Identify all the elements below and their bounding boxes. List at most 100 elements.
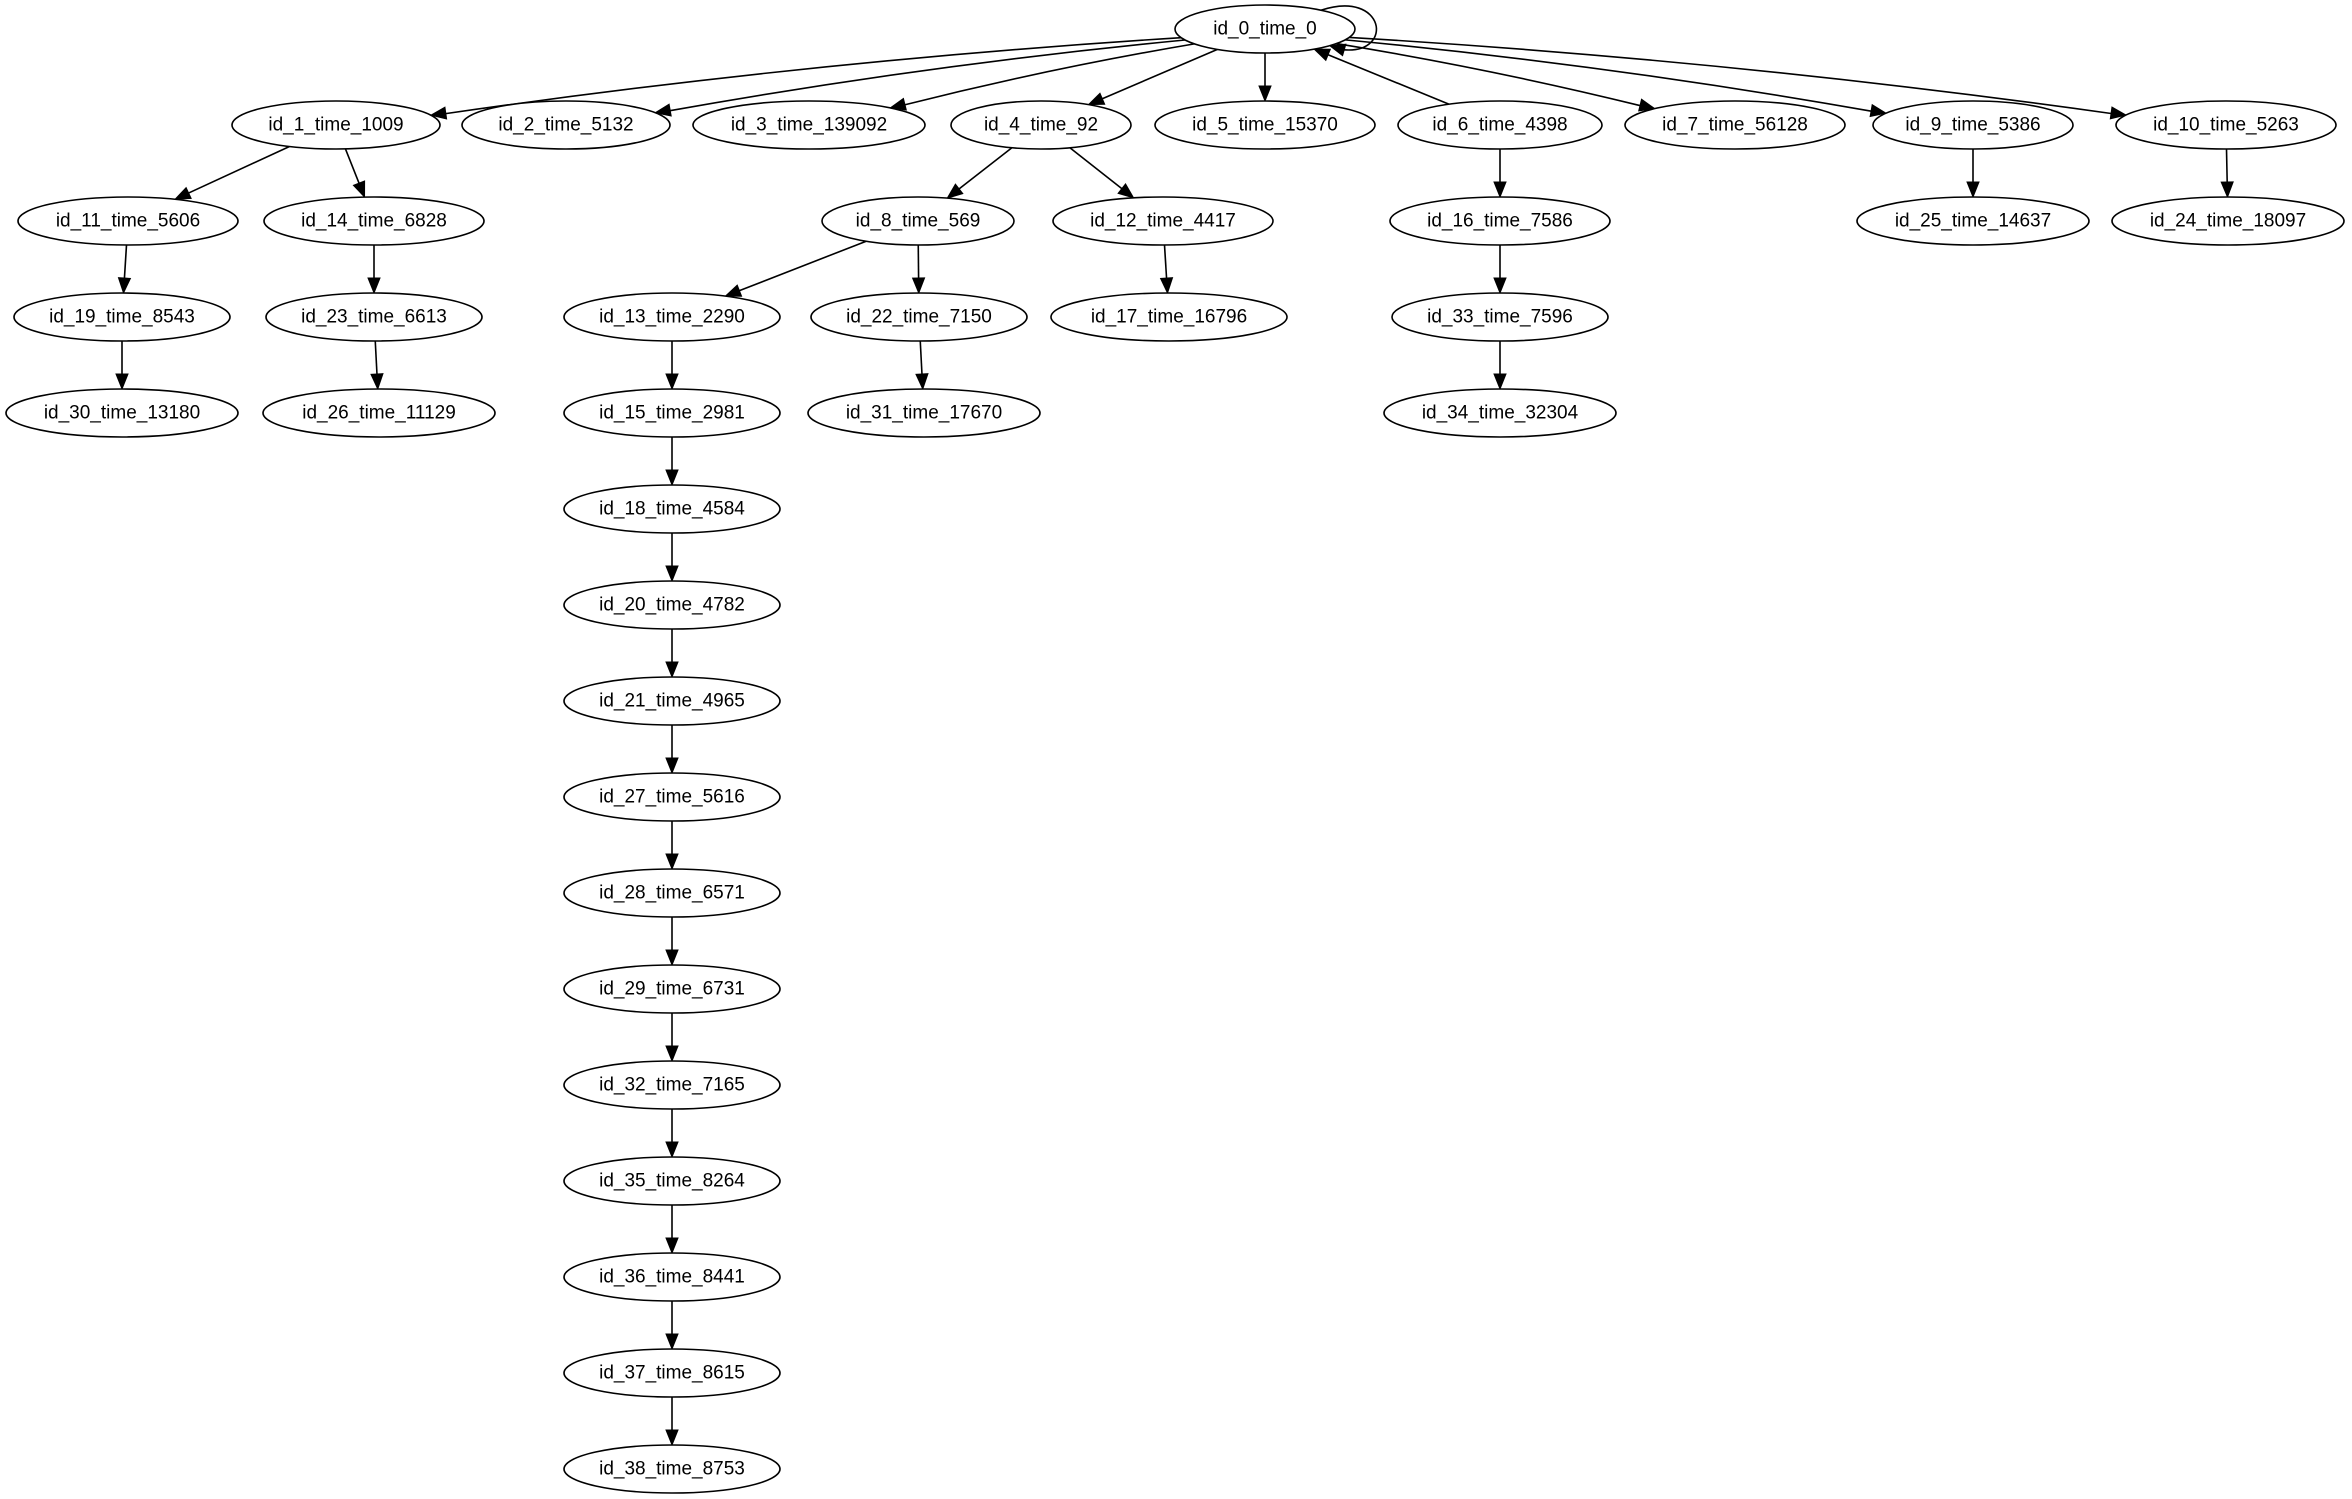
edge-n4-n12 <box>1069 147 1124 190</box>
node-label: id_0_time_0 <box>1213 19 1317 40</box>
node-label: id_22_time_7150 <box>846 307 992 328</box>
node-label: id_24_time_18097 <box>2150 211 2306 232</box>
edge-arrow-n37-n38 <box>665 1429 679 1447</box>
node-ellipse <box>265 292 483 342</box>
node-ellipse <box>563 292 781 342</box>
node-label: id_33_time_7596 <box>1427 307 1573 328</box>
edge-arrow-n10-n24 <box>2220 181 2234 199</box>
edge-n6-n0 <box>1326 53 1450 105</box>
edge-arrow-n0-n10 <box>2109 106 2128 120</box>
edge-arrow-n22-n31 <box>915 373 929 391</box>
node-ellipse <box>1856 196 2090 246</box>
node-ellipse <box>821 196 1015 246</box>
node-ellipse <box>5 388 239 438</box>
node-ellipse <box>563 1156 781 1206</box>
node-n1: id_1_time_1009 <box>231 100 441 150</box>
node-label: id_12_time_4417 <box>1090 211 1236 232</box>
node-n35: id_35_time_8264 <box>563 1156 781 1206</box>
node-label: id_31_time_17670 <box>846 403 1002 424</box>
edge-n10-n24 <box>2225 148 2229 184</box>
edge-n0-n3 <box>903 43 1195 106</box>
edge-n0-n9 <box>1345 39 1873 113</box>
node-n36: id_36_time_8441 <box>563 1252 781 1302</box>
node-n3: id_3_time_139092 <box>692 100 926 150</box>
node-ellipse <box>950 100 1132 150</box>
node-label: id_17_time_16796 <box>1091 307 1247 328</box>
node-n22: id_22_time_7150 <box>810 292 1028 342</box>
edge-arrow-n9-n25 <box>1966 181 1980 199</box>
node-label: id_1_time_1009 <box>268 115 403 136</box>
node-ellipse <box>563 772 781 822</box>
edge-n8-n13 <box>738 240 867 292</box>
node-n23: id_23_time_6613 <box>265 292 483 342</box>
node-label: id_13_time_2290 <box>599 307 745 328</box>
node-ellipse <box>563 1348 781 1398</box>
edge-arrow-n0-n4 <box>1087 92 1106 106</box>
node-label: id_32_time_7165 <box>599 1075 745 1096</box>
node-ellipse <box>1154 100 1376 150</box>
node-n11: id_11_time_5606 <box>17 196 239 246</box>
edge-arrow-n0-n7 <box>1638 98 1657 112</box>
edge-arrow-n20-n21 <box>665 661 679 679</box>
node-ellipse <box>1174 4 1356 54</box>
node-n9: id_9_time_5386 <box>1872 100 2074 150</box>
node-ellipse <box>1389 196 1611 246</box>
node-label: id_2_time_5132 <box>498 115 633 136</box>
node-label: id_9_time_5386 <box>1905 115 2040 136</box>
node-label: id_28_time_6571 <box>599 883 745 904</box>
node-ellipse <box>2115 100 2337 150</box>
edge-arrow-n15-n18 <box>665 469 679 487</box>
node-label: id_36_time_8441 <box>599 1267 745 1288</box>
edge-arrow-n6-n16 <box>1493 181 1507 199</box>
node-label: id_18_time_4584 <box>599 499 745 520</box>
edge-arrow-n19-n30 <box>115 373 129 391</box>
edge-arrow-n6-n0 <box>1312 48 1332 62</box>
node-ellipse <box>17 196 239 246</box>
node-n15: id_15_time_2981 <box>563 388 781 438</box>
edge-n0-n0 <box>1320 5 1378 51</box>
node-ellipse <box>2111 196 2345 246</box>
edge-arrow-n32-n35 <box>665 1141 679 1159</box>
edge-arrow-n16-n33 <box>1493 277 1507 295</box>
edge-n0-n4 <box>1101 48 1218 100</box>
node-n13: id_13_time_2290 <box>563 292 781 342</box>
node-ellipse <box>807 388 1041 438</box>
node-n27: id_27_time_5616 <box>563 772 781 822</box>
node-label: id_29_time_6731 <box>599 979 745 1000</box>
node-n26: id_26_time_11129 <box>262 388 496 438</box>
node-ellipse <box>563 1060 781 1110</box>
edge-arrow-n33-n34 <box>1493 373 1507 391</box>
node-ellipse <box>461 100 671 150</box>
node-n5: id_5_time_15370 <box>1154 100 1376 150</box>
node-label: id_35_time_8264 <box>599 1171 745 1192</box>
node-ellipse <box>563 484 781 534</box>
edge-n0-n1 <box>444 36 1182 115</box>
node-label: id_8_time_569 <box>856 211 981 232</box>
edge-arrow-n14-n23 <box>367 277 381 295</box>
node-n2: id_2_time_5132 <box>461 100 671 150</box>
edge-arrow-n11-n19 <box>117 277 132 295</box>
edge-arrow-n0-n1 <box>429 106 448 120</box>
node-ellipse <box>692 100 926 150</box>
node-ellipse <box>563 868 781 918</box>
node-label: id_6_time_4398 <box>1432 115 1567 136</box>
node-ellipse <box>810 292 1028 342</box>
edge-n0-n2 <box>669 39 1186 112</box>
node-ellipse <box>1872 100 2074 150</box>
node-ellipse <box>1052 196 1274 246</box>
edge-n12-n17 <box>1163 244 1168 280</box>
node-n6: id_6_time_4398 <box>1397 100 1603 150</box>
node-label: id_5_time_15370 <box>1192 115 1338 136</box>
node-n8: id_8_time_569 <box>821 196 1015 246</box>
edge-arrow-n0-n2 <box>654 103 672 117</box>
node-n25: id_25_time_14637 <box>1856 196 2090 246</box>
node-label: id_26_time_11129 <box>302 403 456 424</box>
node-n12: id_12_time_4417 <box>1052 196 1274 246</box>
edge-n23-n26 <box>374 340 378 376</box>
node-ellipse <box>1050 292 1288 342</box>
node-n20: id_20_time_4782 <box>563 580 781 630</box>
node-n7: id_7_time_56128 <box>1624 100 1846 150</box>
node-n18: id_18_time_4584 <box>563 484 781 534</box>
